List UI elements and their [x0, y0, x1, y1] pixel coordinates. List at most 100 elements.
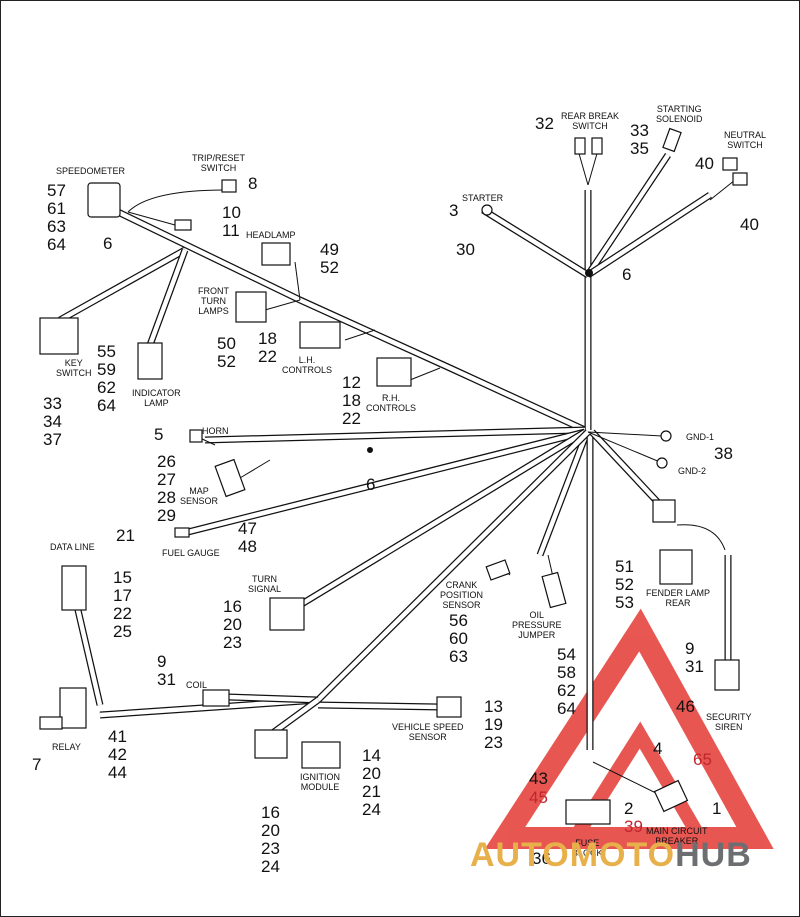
callout-speedo-6: 6	[103, 234, 113, 253]
starting-solenoid-shape	[662, 127, 682, 153]
security-siren-shape	[714, 659, 740, 691]
callout-mcb-1: 1	[712, 799, 722, 818]
horn-shape	[189, 429, 203, 443]
callout-siren-46: 46	[676, 697, 695, 716]
main-circuit-breaker-shape	[653, 779, 689, 813]
label-data-line: DATA LINE	[50, 542, 95, 552]
rh-controls-shape	[376, 357, 412, 387]
gnd2-terminal	[656, 457, 668, 469]
fender-lamp-shape	[659, 549, 693, 585]
callout-starter-30: 30	[456, 240, 475, 259]
turn-signal-shape	[269, 597, 305, 631]
label-relay: RELAY	[52, 742, 81, 752]
mid-clip	[367, 447, 373, 453]
trip-switch-shape	[221, 179, 237, 193]
neutral-switch-bottom	[732, 172, 748, 186]
thin-wires	[127, 149, 736, 801]
callout-mcb-65: 65	[693, 750, 712, 769]
key-switch-shape	[39, 317, 79, 355]
label-rh-controls: R.H.CONTROLS	[366, 393, 417, 413]
fuse-block-shape	[565, 799, 611, 825]
callout-neutral-top: 40	[695, 154, 714, 173]
component-shapes	[39, 127, 748, 825]
headlamp-shape	[261, 242, 291, 266]
starter-terminal	[481, 204, 493, 216]
oil-jumper-shape	[541, 571, 567, 609]
harness-wires	[58, 153, 732, 750]
crank-sensor-shape	[485, 559, 511, 581]
ign-connector-shape	[254, 729, 288, 759]
callout-mcb-2: 2	[624, 799, 634, 818]
callout-data-line-21: 21	[116, 526, 135, 545]
callout-fuse-45: 45	[529, 788, 548, 807]
callout-fuse-36: 36	[532, 849, 551, 868]
neutral-switch-top	[722, 157, 738, 171]
speedo-connector-shape	[174, 219, 192, 231]
callout-fuse-43: 43	[529, 769, 548, 788]
callout-speedo-10: 10	[222, 203, 241, 222]
callout-trip-8: 8	[248, 174, 258, 193]
relay-shape	[59, 687, 87, 729]
ignition-module-shape	[301, 741, 341, 769]
label-fuel-gauge: FUEL GAUGE	[162, 548, 220, 558]
coil-shape	[202, 689, 230, 707]
fender-connector-shape	[652, 499, 676, 523]
map-sensor-shape	[214, 458, 246, 498]
label-coil: COIL	[186, 680, 208, 690]
relay-plug-shape	[39, 716, 63, 730]
indicator-lamp-shape	[137, 342, 163, 380]
label-starter: STARTER	[462, 193, 504, 203]
callout-mid-6: 6	[366, 475, 376, 494]
vss-shape	[436, 696, 462, 718]
gnd1-terminal	[660, 430, 672, 442]
label-headlamp: HEADLAMP	[246, 230, 296, 240]
callout-starter-3: 3	[449, 201, 459, 220]
callout-mcb-39: 39	[624, 817, 643, 836]
lh-controls-shape	[299, 321, 341, 349]
rear-break-switch-right	[591, 137, 603, 155]
callout-neutral-bottom: 40	[740, 215, 759, 234]
callout-harness-6: 6	[622, 265, 632, 284]
watermark-text: AUTOMOTOHUB	[470, 836, 752, 874]
harness-clip	[585, 269, 593, 277]
label-gnd2: GND-2	[678, 466, 707, 476]
speedometer-shape	[87, 182, 121, 218]
callout-relay-7: 7	[32, 755, 42, 774]
callout-speedo-11: 11	[222, 221, 240, 240]
callout-ign-module-14: 14	[362, 746, 381, 765]
front-turn-lamps-shape	[235, 291, 267, 323]
